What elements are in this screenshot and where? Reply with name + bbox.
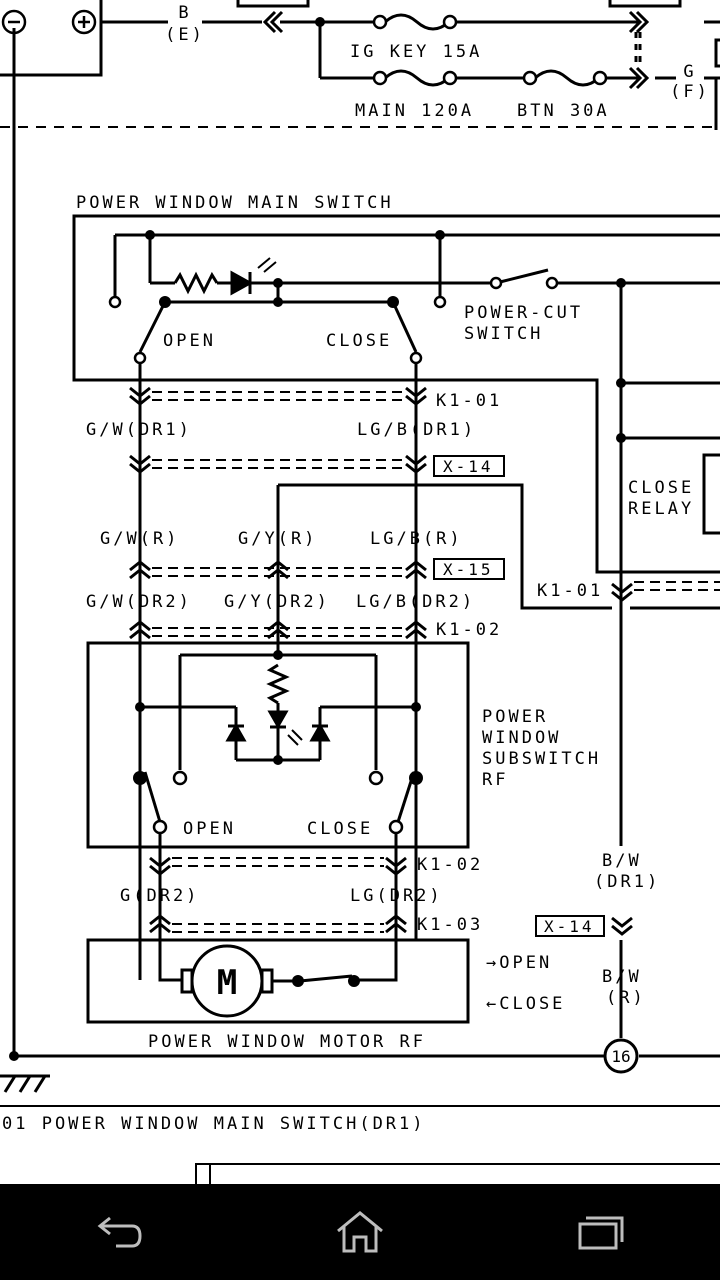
subswitch-label-1: POWER (482, 707, 548, 727)
wire-r: (R) (606, 988, 646, 1008)
power-cut-label: POWER-CUT (464, 303, 583, 323)
wire-dr1: (DR1) (594, 872, 660, 892)
wire-gw-dr1: G/W(DR1) (86, 420, 192, 440)
recents-button[interactable] (540, 1184, 660, 1280)
connector-x-14: X-14 (443, 457, 494, 476)
connector-k1-02: K1-02 (436, 620, 502, 640)
connector-k1-03: K1-03 (417, 915, 483, 935)
motor-box (86, 938, 470, 1024)
motor-close-label: ←CLOSE (486, 994, 565, 1014)
battery-box (0, 0, 103, 77)
subswitch-label-2: WINDOW (482, 728, 561, 748)
subswitch-close-label: CLOSE (307, 819, 373, 839)
home-button[interactable] (300, 1184, 420, 1280)
main-switch-open-label: OPEN (163, 331, 216, 351)
main-switch-title: POWER WINDOW MAIN SWITCH (76, 193, 394, 213)
power-cut-switch-label: SWITCH (464, 324, 543, 344)
connector-k1-02b: K1-02 (417, 855, 483, 875)
motor-title: POWER WINDOW MOTOR RF (148, 1032, 426, 1052)
battery-positive-icon (71, 9, 97, 35)
wire-lgb-dr2: LG/B(DR2) (356, 592, 475, 612)
recents-icon (578, 1216, 624, 1250)
main-switch-outline (72, 214, 720, 574)
ground-ref-label: 16 (611, 1047, 630, 1066)
wire-label-f: (F) (670, 82, 710, 102)
wire-gy-r: G/Y(R) (238, 529, 317, 549)
back-icon (97, 1216, 142, 1248)
wire-lg-dr2: LG(DR2) (350, 886, 443, 906)
subswitch-box (86, 641, 470, 849)
connector-x-14-right: X-14 (544, 917, 595, 936)
subswitch-open-label: OPEN (183, 819, 236, 839)
motor-symbol: M (217, 963, 237, 1003)
fuse-main-label: MAIN 120A (355, 101, 474, 121)
wire-label-b: B (178, 3, 191, 23)
fuse-btn-label: BTN 30A (517, 101, 610, 121)
subswitch-label-3: SUBSWITCH (482, 749, 601, 769)
motor-open-label: →OPEN (486, 953, 552, 973)
fuse-ig-key-label: IG KEY 15A (350, 42, 482, 62)
wire-bw-2: B/W (602, 967, 642, 987)
wire-g-dr2: G(DR2) (120, 886, 199, 906)
battery-negative-icon (1, 9, 27, 35)
wire-bw: B/W (602, 851, 642, 871)
main-switch-close-label: CLOSE (326, 331, 392, 351)
wire-gy-dr2: G/Y(DR2) (224, 592, 330, 612)
connector-x-15: X-15 (443, 560, 494, 579)
wire-gw-dr2: G/W(DR2) (86, 592, 192, 612)
footer-caption: 01 POWER WINDOW MAIN SWITCH(DR1) (2, 1114, 426, 1134)
back-button[interactable] (60, 1184, 180, 1280)
android-nav-bar (0, 1184, 720, 1280)
wiring-diagram: B (E) IG KEY 15A MAIN 120A BTN 30A G (F)… (0, 0, 720, 1184)
connector-k1-01-right: K1-01 (537, 581, 603, 601)
wire-label-g: G (683, 62, 696, 82)
wire-lgb-r: LG/B(R) (370, 529, 463, 549)
connector-k1-01: K1-01 (436, 391, 502, 411)
ground-ref-circle (603, 1038, 639, 1074)
close-relay-line1: CLOSE (628, 478, 694, 498)
wire-lgb-dr1: LG/B(DR1) (357, 420, 476, 440)
close-relay-line2: RELAY (628, 499, 694, 519)
subswitch-label-4: RF (482, 770, 508, 790)
wire-gw-r: G/W(R) (100, 529, 179, 549)
home-icon (337, 1211, 383, 1253)
wire-label-e: (E) (165, 25, 205, 45)
